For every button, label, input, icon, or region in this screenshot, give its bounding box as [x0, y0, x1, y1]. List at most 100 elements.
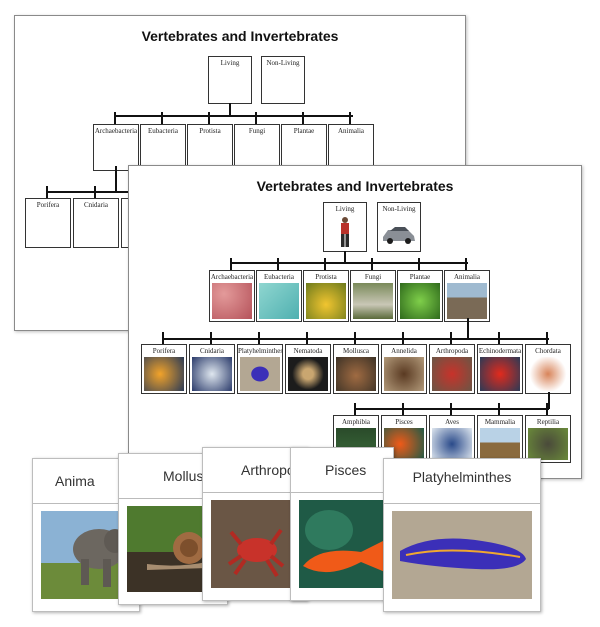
front-connector: [355, 408, 549, 410]
taxon-photo: [144, 357, 184, 391]
connector: [498, 332, 500, 344]
back-connector: [47, 191, 147, 193]
front-chart-sheet: Vertebrates and Invertebrates Living Non…: [128, 165, 582, 479]
connector: [277, 258, 279, 270]
taxon-label: Porifera: [36, 201, 60, 209]
taxon-photo: [240, 357, 280, 391]
taxon-box: Nematoda: [285, 344, 331, 394]
connector: [465, 258, 467, 270]
connector: [354, 332, 356, 344]
taxon-photo: [212, 283, 252, 319]
back-connector: [229, 103, 231, 115]
taxon-label: Protista: [315, 273, 337, 281]
taxon-box: Chordata: [525, 344, 571, 394]
taxon-label: Cnidaria: [83, 201, 109, 209]
taxon-box: Protista: [187, 124, 233, 171]
taxon-box: Porifera: [25, 198, 71, 248]
card-title: Anima: [55, 473, 95, 489]
taxon-box: Arthropoda: [429, 344, 475, 394]
taxon-label: Platyhelminthes: [238, 347, 282, 355]
connector: [498, 403, 500, 415]
taxon-box: Echinodermata: [477, 344, 523, 394]
taxon-photo: [528, 357, 568, 391]
taxon-photo: [447, 283, 487, 319]
connector: [546, 332, 548, 344]
taxon-photo: [400, 283, 440, 319]
taxon-box: Plantae: [281, 124, 327, 171]
taxon-photo: [480, 428, 520, 460]
taxon-label: Annelida: [391, 347, 417, 355]
taxon-photo: [353, 283, 393, 319]
taxon-photo: [288, 357, 328, 391]
front-connector: [230, 262, 468, 264]
goldfish-photo: [299, 500, 385, 588]
front-connector: [548, 392, 550, 409]
front-box-living: Living: [323, 202, 367, 252]
taxon-box: Mollusca: [333, 344, 379, 394]
elephant-photo: [41, 511, 131, 599]
connector: [302, 112, 304, 124]
front-box-non-living: Non-Living: [377, 202, 421, 252]
card-pisces: Pisces: [290, 447, 394, 601]
taxon-box: Platyhelminthes: [237, 344, 283, 394]
back-box-non-living: Non-Living: [261, 56, 305, 104]
taxon-box: Pisces: [381, 415, 427, 463]
taxon-photo: [259, 283, 299, 319]
taxon-photo: [306, 283, 346, 319]
taxon-label: Archaebacteria: [210, 273, 254, 281]
taxon-label: Cnidaria: [199, 347, 225, 355]
connector: [354, 403, 356, 415]
taxon-label: Fungi: [248, 127, 266, 135]
connector: [349, 112, 351, 124]
taxon-box: Eubacteria: [140, 124, 186, 171]
connector: [306, 332, 308, 344]
taxon-box: Fungi: [234, 124, 280, 171]
connector: [46, 186, 48, 198]
taxon-label: Nematoda: [293, 347, 323, 355]
connector: [546, 403, 548, 415]
back-connector: [115, 166, 117, 192]
taxon-label: Eubacteria: [264, 273, 294, 281]
connector: [402, 332, 404, 344]
taxon-label: Mollusca: [342, 347, 370, 355]
connector: [255, 112, 257, 124]
connector: [402, 403, 404, 415]
taxon-box: Animalia: [444, 270, 490, 322]
taxon-box: Cnidaria: [189, 344, 235, 394]
card-title: Mollusc: [163, 468, 211, 484]
connector: [450, 403, 452, 415]
connector: [114, 112, 116, 124]
taxon-label: Protista: [199, 127, 221, 135]
taxon-label: Pisces: [395, 418, 413, 426]
taxon-box: Archaebacteria: [209, 270, 255, 322]
card-title: Pisces: [325, 462, 367, 478]
taxon-label: Echinodermata: [478, 347, 522, 355]
taxon-label: Reptilia: [536, 418, 560, 426]
back-box-living: Living: [208, 56, 252, 104]
flatworm-photo: [392, 511, 532, 599]
back-sheet-title: Vertebrates and Invertebrates: [141, 28, 339, 44]
taxon-label: Fungi: [364, 273, 382, 281]
connector: [94, 186, 96, 198]
taxon-label: Amphibia: [342, 418, 370, 426]
taxon-label: Porifera: [152, 347, 176, 355]
taxon-box: Reptilia: [525, 415, 571, 463]
front-sheet-title: Vertebrates and Invertebrates: [256, 178, 454, 194]
taxon-photo: [432, 428, 472, 460]
taxon-box: Fungi: [350, 270, 396, 322]
taxon-label: Eubacteria: [148, 127, 178, 135]
taxon-label: Archaebacteria: [94, 127, 138, 135]
connector: [450, 332, 452, 344]
back-connector: [115, 115, 353, 117]
person-photo: [326, 215, 364, 249]
taxon-label: Animalia: [453, 273, 481, 281]
taxon-label: Plantae: [409, 273, 431, 281]
taxon-box: Protista: [303, 270, 349, 322]
taxon-label: Chordata: [535, 347, 561, 355]
connector: [418, 258, 420, 270]
taxon-box: Eubacteria: [256, 270, 302, 322]
front-connector: [344, 251, 346, 263]
taxon-photo: [192, 357, 232, 391]
connector: [208, 112, 210, 124]
taxon-label: Arthropoda: [435, 347, 469, 355]
